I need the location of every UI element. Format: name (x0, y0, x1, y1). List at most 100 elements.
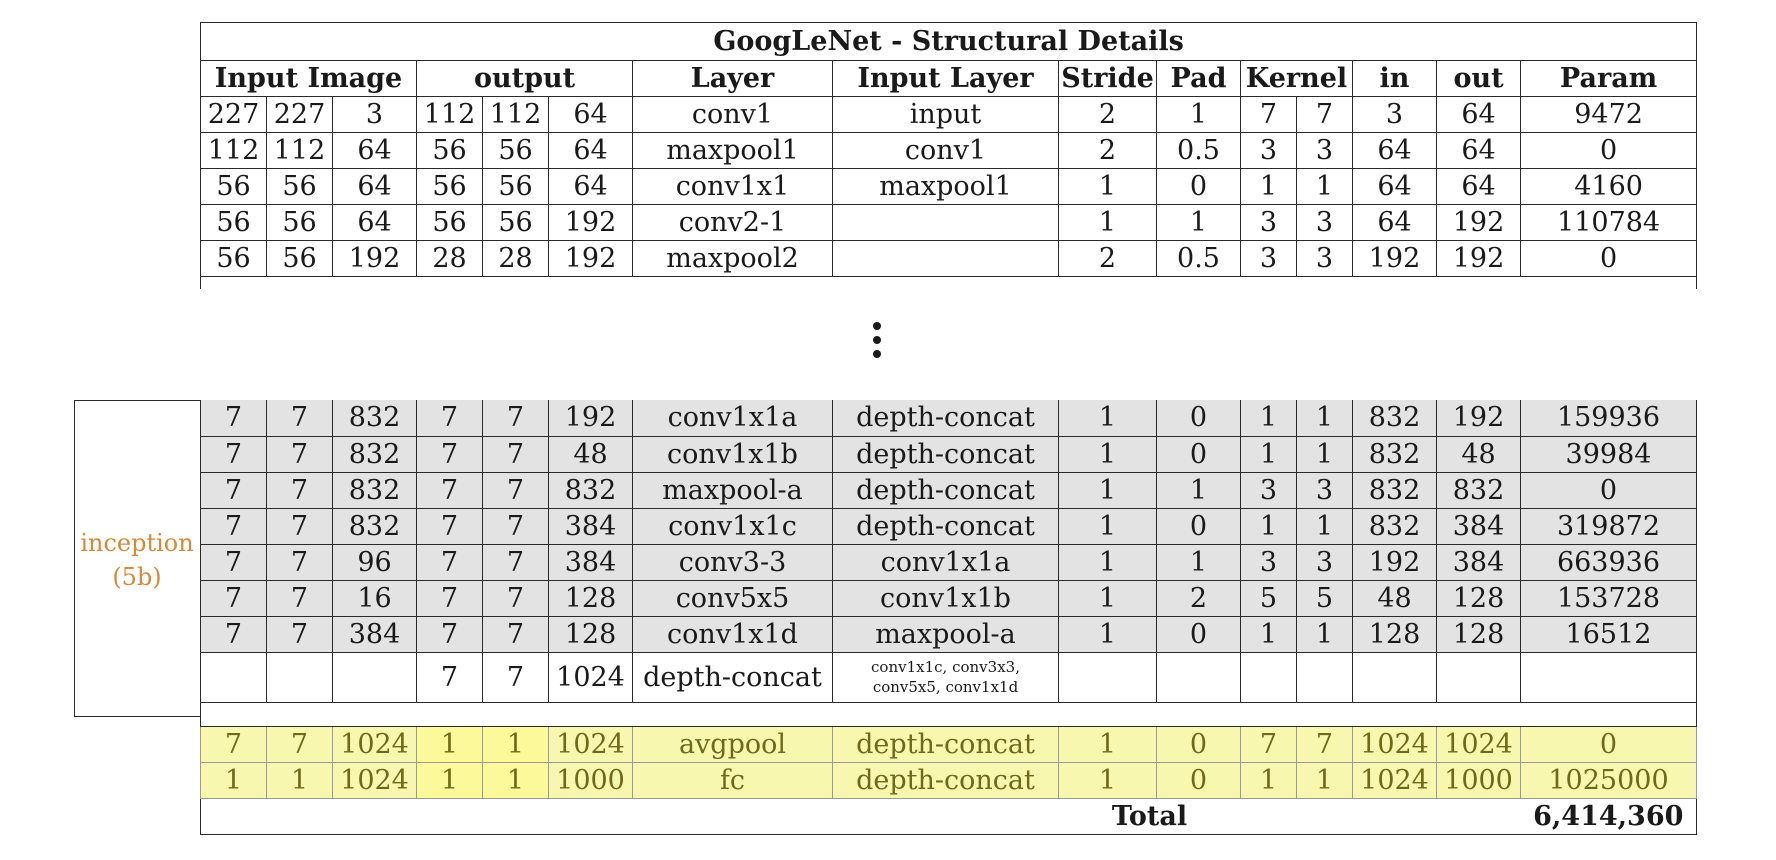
table-cell: 1000 (548, 761, 633, 799)
table-cell: 7 (266, 507, 333, 545)
table-cell: 1 (266, 761, 333, 799)
table-cell: 7 (1240, 96, 1297, 133)
table-cell: 227 (200, 96, 267, 133)
table-cell: 832 (548, 471, 633, 509)
inception-label: inception (5b) (74, 526, 200, 594)
table-cell: conv1x1b (832, 579, 1059, 617)
table-cell: 7 (266, 435, 333, 473)
table-cell (1520, 651, 1697, 703)
table-cell: depth-concat (832, 725, 1059, 763)
table-cell: 0 (1519, 132, 1698, 169)
header-output: output (416, 60, 633, 97)
vertical-ellipsis-icon (871, 322, 883, 364)
table-cell: 64 (1436, 132, 1521, 169)
table-cell: 832 (1352, 471, 1437, 509)
table-cell: 7 (482, 507, 549, 545)
gap-cell (1058, 701, 1697, 727)
table-cell: 832 (1352, 435, 1437, 473)
table-cell: 159936 (1520, 400, 1697, 437)
table-cell: fc (632, 761, 833, 799)
table-cell: 1024 (332, 761, 417, 799)
total-spacer (200, 797, 1059, 835)
table-cell: 1 (1296, 761, 1353, 799)
table-cell: 7 (266, 471, 333, 509)
table-cell: 7 (200, 471, 267, 509)
table-cell: 3 (1296, 471, 1353, 509)
table-cell: 7 (200, 543, 267, 581)
table-cell: 0 (1156, 168, 1241, 205)
table-cell: 1 (1240, 400, 1297, 437)
table-cell: avgpool (632, 725, 833, 763)
table-cell: 7 (200, 615, 267, 653)
table-cell: 5 (1240, 579, 1297, 617)
table-cell (1156, 651, 1241, 703)
table-cell (1436, 651, 1521, 703)
header-layer: Layer (632, 60, 833, 97)
table-cell: 7 (482, 615, 549, 653)
table-cell: 384 (332, 615, 417, 653)
table-cell: 64 (548, 132, 633, 169)
table-cell: 1 (1058, 507, 1157, 545)
table-cell: 56 (266, 204, 333, 241)
table-cell: 1024 (1436, 725, 1521, 763)
total-label: Total (1058, 797, 1241, 835)
table-cell: 7 (416, 579, 483, 617)
table-cell: 7 (482, 543, 549, 581)
table-cell: depth-concat (832, 471, 1059, 509)
concat-inputs-line2: conv5x5, conv1x1d (872, 678, 1019, 696)
table-cell: 0 (1520, 725, 1697, 763)
table-cell: 384 (548, 543, 633, 581)
table-cell: 832 (332, 435, 417, 473)
header-out: out (1436, 60, 1521, 97)
table-cell: conv1x1d (632, 615, 833, 653)
table-cell: 1 (1296, 168, 1353, 205)
table-cell: 1 (1058, 579, 1157, 617)
table-cell: 7 (416, 507, 483, 545)
table-cell: 7 (482, 400, 549, 437)
table-cell: 1 (482, 761, 549, 799)
table-cell: 192 (548, 240, 633, 277)
table-cell: 3 (1240, 240, 1297, 277)
table-cell: conv1x1c (632, 507, 833, 545)
header-in: in (1352, 60, 1437, 97)
table-cell: 112 (266, 132, 333, 169)
table-cell (332, 651, 417, 703)
header-stride: Stride (1058, 60, 1157, 97)
table-cell (1240, 651, 1297, 703)
table-cell: 56 (200, 168, 267, 205)
table-cell: maxpool-a (832, 615, 1059, 653)
table-cell: 112 (200, 132, 267, 169)
table-cell: depth-concat (832, 400, 1059, 437)
table-cell: 1 (1058, 615, 1157, 653)
table-cell: 128 (548, 615, 633, 653)
table-cell: 7 (200, 579, 267, 617)
table-cell: 1 (1058, 204, 1157, 241)
table-cell (832, 240, 1059, 277)
table-cell: 1 (1296, 507, 1353, 545)
table-cell: conv5x5 (632, 579, 833, 617)
table-cell: 39984 (1520, 435, 1697, 473)
table-cell: 64 (1352, 132, 1437, 169)
table-cell: 1024 (548, 651, 633, 703)
total-row: Total 6,414,360 (200, 797, 1697, 835)
table-cell: 64 (1436, 96, 1521, 133)
table-cell: 7 (416, 435, 483, 473)
table-cell: 112 (482, 96, 549, 133)
gap-row (200, 701, 1697, 727)
table-cell: 192 (548, 204, 633, 241)
table-cell: conv1x1 (632, 168, 833, 205)
table-cell: 56 (416, 132, 483, 169)
table-cell: 1 (1156, 543, 1241, 581)
table-cell: 832 (332, 400, 417, 437)
table-cell: 4160 (1519, 168, 1698, 205)
table-cell: 832 (1436, 471, 1521, 509)
table-cell: 1 (1058, 400, 1157, 437)
table-cell: 56 (200, 240, 267, 277)
table-cell: 3 (1240, 204, 1297, 241)
table-cell: 1 (1058, 435, 1157, 473)
